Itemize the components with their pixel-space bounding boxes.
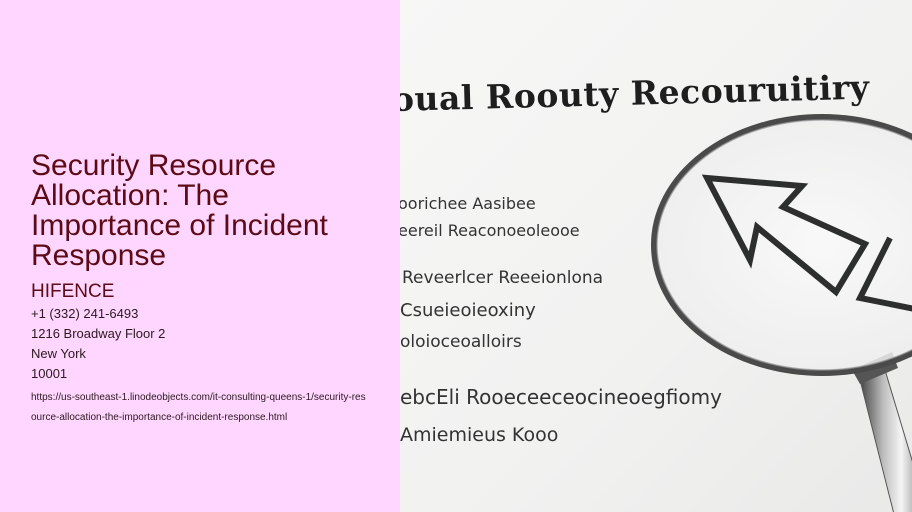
image-text-line: eereil Reaconoeoleooe bbox=[400, 221, 580, 240]
article-url-link[interactable]: https://us-southeast-1.linodeobjects.com… bbox=[31, 392, 366, 423]
image-text-line: ebcEli Rooeceeceocineoegfiomy bbox=[400, 385, 722, 409]
image-text-line: Reveerlcer Reeeionlona bbox=[402, 268, 604, 288]
image-text-line: oorichee Aasibee bbox=[400, 194, 536, 213]
info-panel: Security Resource Allocation: The Import… bbox=[0, 0, 400, 512]
magnifier-handle bbox=[852, 352, 912, 512]
image-text-line: oloioceoalloirs bbox=[400, 332, 522, 352]
street-address: 1216 Broadway Floor 2 bbox=[31, 326, 166, 341]
zip-code: 10001 bbox=[31, 366, 68, 381]
phone-number: +1 (332) 241-6493 bbox=[31, 306, 139, 321]
image-text-line: Amiemieus Kooo bbox=[400, 424, 559, 446]
image-text-line: Csueieoieoxiny bbox=[400, 300, 536, 321]
magnifying-glass-icon bbox=[651, 114, 912, 512]
page-title: Security Resource Allocation: The Import… bbox=[31, 149, 328, 272]
hero-image: oual Roouty Recouruitiry oorichee Aasibe… bbox=[400, 0, 912, 512]
city: New York bbox=[31, 346, 86, 361]
company-name: HIFENCE bbox=[31, 281, 115, 302]
arrow-icon bbox=[701, 174, 912, 312]
